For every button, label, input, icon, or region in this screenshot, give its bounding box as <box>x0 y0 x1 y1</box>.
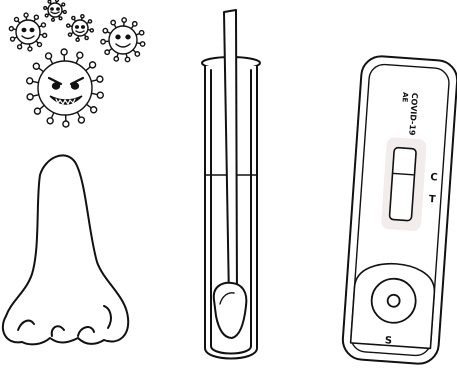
small-virus-left-icon <box>16 20 40 44</box>
result-window <box>389 147 416 220</box>
small-virus-top-icon <box>48 3 62 17</box>
test-tube-with-swab-icon <box>202 10 260 359</box>
nose-outline-icon <box>3 155 128 344</box>
sample-well-label: S <box>384 335 392 346</box>
large-virus-icon <box>38 61 92 115</box>
test-line-label: T <box>428 194 436 205</box>
control-line-label: C <box>430 172 438 183</box>
small-virus-right-icon <box>109 26 137 54</box>
sample-well-hole <box>387 294 400 307</box>
rapid-test-cassette-icon: COVID-19 AE C T S <box>342 55 457 365</box>
cassette-subtitle: AE <box>401 92 410 103</box>
small-virus-middle-icon <box>72 20 88 36</box>
virus-group-icon <box>9 0 144 127</box>
